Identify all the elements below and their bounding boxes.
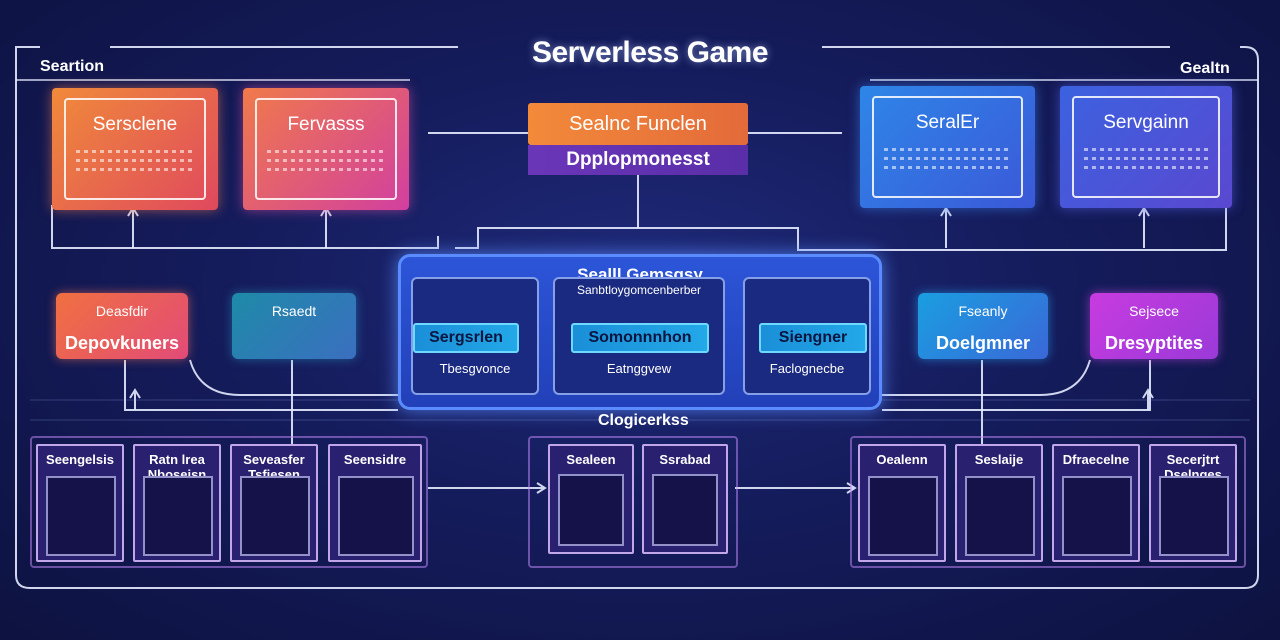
hub-column-1[interactable]: Sergsrlen Tbesgvonce xyxy=(411,277,539,395)
top-left-card-2[interactable]: Fervasss xyxy=(243,88,409,210)
middle-left-card-1[interactable]: Deasfdir Depovkuners xyxy=(56,293,188,359)
bottom-right-panel-2[interactable]: Seslaije xyxy=(955,444,1043,562)
panel-title: Seslaije xyxy=(974,452,1024,467)
bottom-left-panel-1[interactable]: Seengelsis xyxy=(36,444,124,562)
bottom-right-panel-3[interactable]: Dfraecelne xyxy=(1052,444,1140,562)
hub-column-3[interactable]: Siengner Faclognecbe xyxy=(743,277,871,395)
panel-screen xyxy=(46,476,116,556)
corner-label-right: Gealtn xyxy=(1180,60,1230,77)
card-big-label: Doelgmner xyxy=(935,333,1031,353)
panel-title: Ssrabad xyxy=(659,452,711,467)
hub-column-2[interactable]: Sanbtloygomcenberber Somonnnhon Eatnggve… xyxy=(553,277,725,395)
bottom-left-panel-4[interactable]: Seensidre xyxy=(328,444,422,562)
hub-pill: Sergsrlen xyxy=(413,323,519,353)
panel-screen xyxy=(240,476,310,556)
middle-right-card-1[interactable]: Fseanly Doelgmner xyxy=(918,293,1048,359)
bottom-right-group xyxy=(850,436,1246,568)
top-right-card-1[interactable]: SeralEr xyxy=(860,86,1035,208)
card-title: SeralEr xyxy=(915,112,980,133)
panel-screen xyxy=(1159,476,1229,556)
card-big-label: Depovkuners xyxy=(64,333,180,353)
text-placeholder xyxy=(76,150,194,176)
top-left-card-1[interactable]: Sersclene xyxy=(52,88,218,210)
bottom-center-panel-2[interactable]: Ssrabad xyxy=(642,444,728,554)
central-hub[interactable]: Sealll Gemsgsy Sergsrlen Tbesgvonce Sanb… xyxy=(398,254,882,410)
panel-screen xyxy=(868,476,938,556)
hub-subtitle: Sanbtloygomcenberber xyxy=(576,283,702,297)
panel-screen xyxy=(652,474,718,546)
panel-screen xyxy=(965,476,1035,556)
text-placeholder xyxy=(267,150,385,176)
card-small-label: Sejsece xyxy=(1129,303,1179,319)
middle-right-card-2[interactable]: Sejsece Dresyptites xyxy=(1090,293,1218,359)
panel-title: Oealenn xyxy=(876,452,928,467)
hub-foot-label: Tbesgvonce xyxy=(439,361,511,376)
hub-foot-label: Faclognecbe xyxy=(769,361,845,376)
middle-left-card-2[interactable]: Rsaedt xyxy=(232,293,356,359)
text-placeholder xyxy=(1084,148,1208,174)
panel-screen xyxy=(143,476,213,556)
panel-title: Sealeen xyxy=(566,452,616,467)
corner-label-left: Seartion xyxy=(40,58,105,75)
bottom-left-group xyxy=(30,436,428,568)
panel-title: Dfraecelne xyxy=(1062,452,1130,467)
card-small-label: Deasfdir xyxy=(95,303,149,319)
bottom-right-panel-4[interactable]: Secerjtrt Dselnges xyxy=(1149,444,1237,562)
card-small-label: Rsaedt xyxy=(271,303,317,319)
card-title: Fervasss xyxy=(287,114,365,135)
function-block-bottom: Dpplopmonesst xyxy=(528,145,748,175)
panel-screen xyxy=(558,474,624,546)
bottom-left-panel-2[interactable]: Ratn lrea Nboseisn xyxy=(133,444,221,562)
card-title: Sersclene xyxy=(92,114,178,135)
hub-pill: Siengner xyxy=(759,323,867,353)
panel-screen xyxy=(338,476,414,556)
panel-title: Seensidre xyxy=(343,452,407,467)
text-placeholder xyxy=(884,148,1011,174)
bottom-right-panel-1[interactable]: Oealenn xyxy=(858,444,946,562)
hub-foot-label: Eatnggvew xyxy=(606,361,672,376)
bottom-left-panel-3[interactable]: Seveasfer Tsfiesen xyxy=(230,444,318,562)
function-block-top[interactable]: Sealnc Funclen xyxy=(528,103,748,145)
bottom-center-group xyxy=(528,436,738,568)
top-right-card-2[interactable]: Servgainn xyxy=(1060,86,1232,208)
cloud-label: Clogicerkss xyxy=(598,412,689,429)
diagram-title: Serverless Game xyxy=(531,36,769,69)
hub-pill: Somonnnhon xyxy=(571,323,709,353)
card-big-label: Dresyptites xyxy=(1104,333,1204,353)
card-small-label: Fseanly xyxy=(958,303,1008,319)
panel-screen xyxy=(1062,476,1132,556)
card-title: Servgainn xyxy=(1103,112,1189,133)
panel-title: Seengelsis xyxy=(46,452,114,467)
bottom-center-panel-1[interactable]: Sealeen xyxy=(548,444,634,554)
